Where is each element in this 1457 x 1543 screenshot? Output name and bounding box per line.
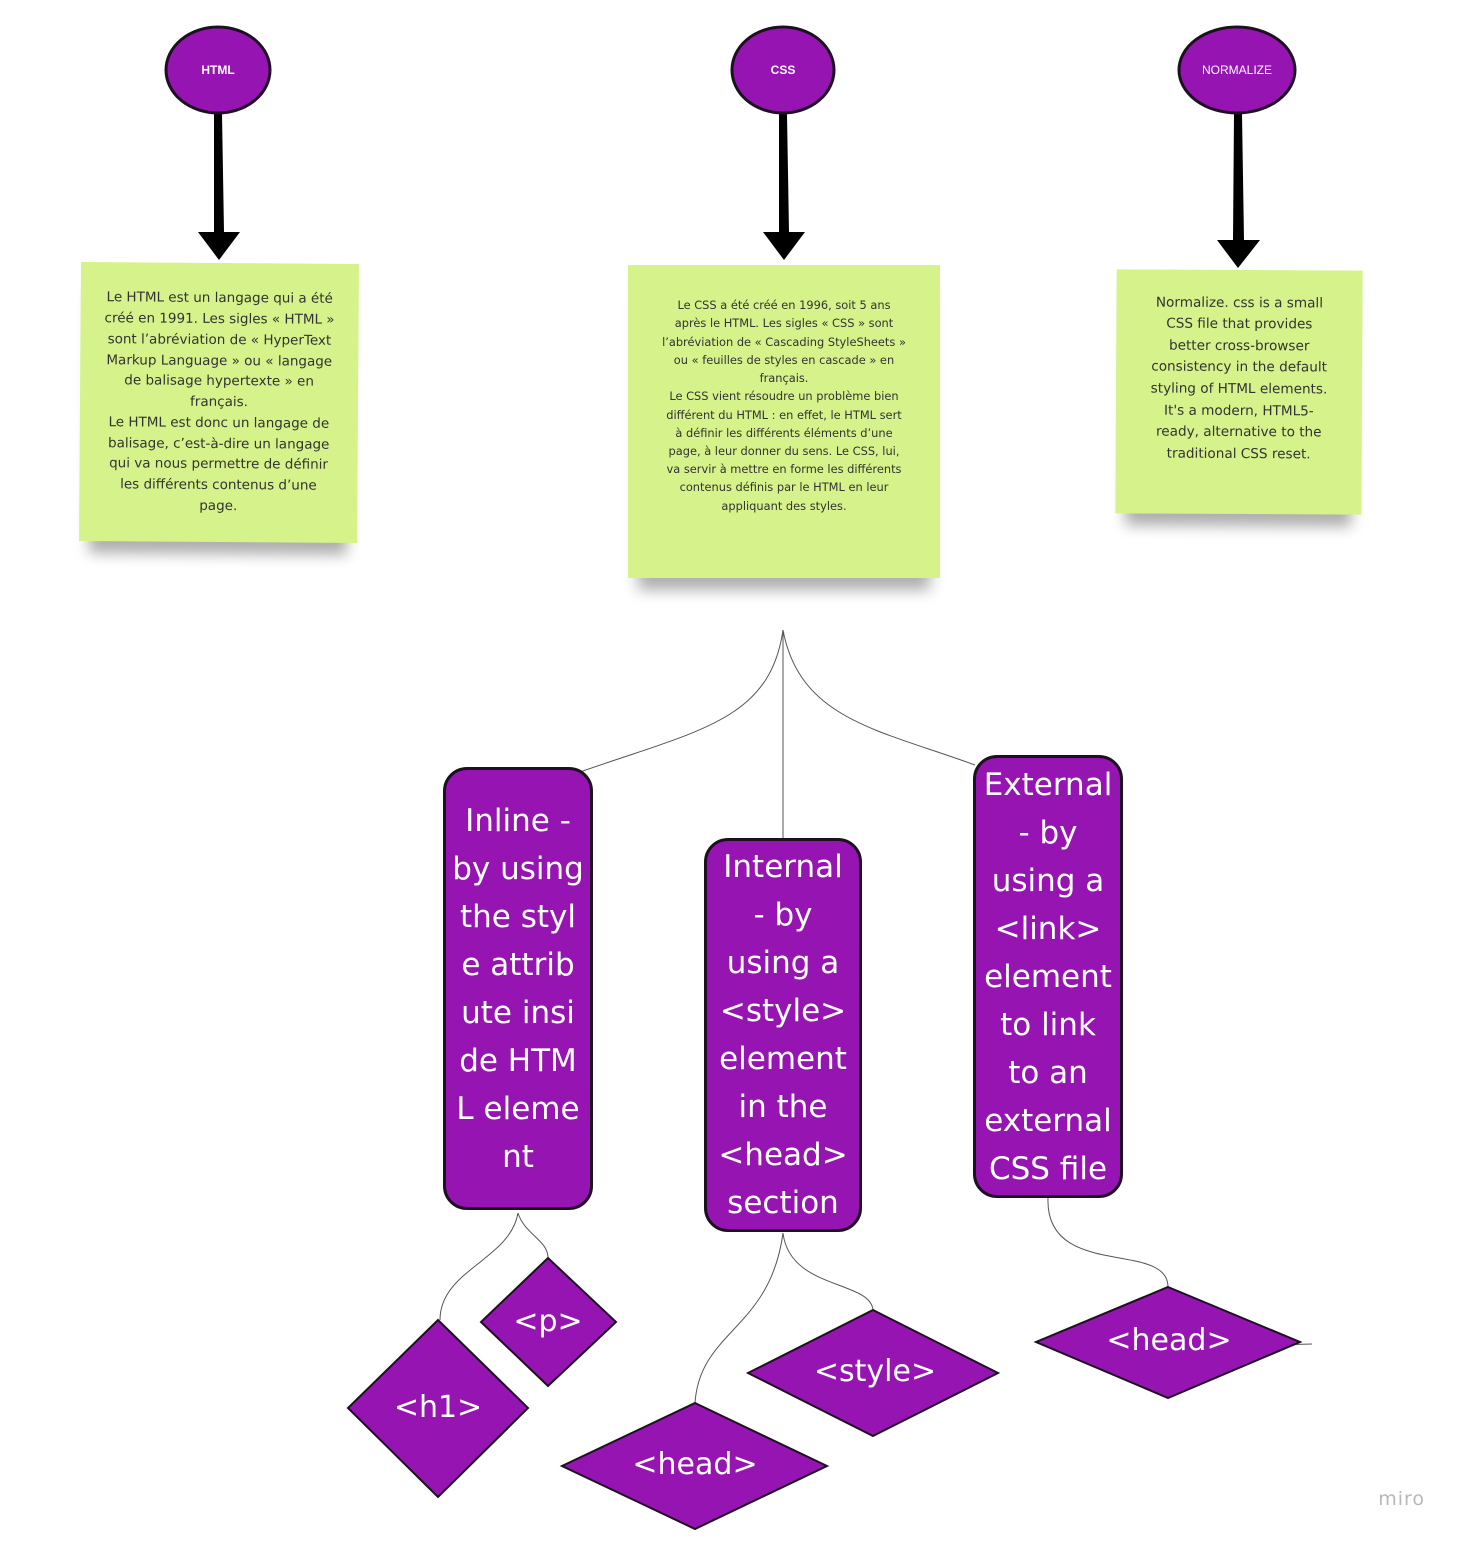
topic-label-normalize: NORMALIZE [1201, 63, 1272, 77]
method-box-inline[interactable]: Inline - by using the style attribute in… [443, 767, 593, 1210]
sticky-note-normalize-text: Normalize. css is a small CSS file that … [1150, 294, 1328, 463]
connector-internal-to-style [782, 1232, 874, 1311]
tag-diamond-internal-head[interactable] [559, 1401, 830, 1531]
tag-label-style: <style> [813, 1353, 937, 1389]
connector-inline-to-h1 [439, 1212, 519, 1321]
sticky-note-css-text: Le CSS a été créé en 1996, soit 5 ans ap… [662, 298, 906, 513]
arrow-html-to-note [198, 114, 240, 260]
topic-node-normalize[interactable] [1177, 25, 1297, 115]
tag-label-h1: <h1> [393, 1389, 483, 1425]
sticky-note-css[interactable]: Le CSS a été créé en 1996, soit 5 ans ap… [628, 265, 940, 578]
sticky-note-html-text: Le HTML est un langage qui a été créé en… [104, 289, 335, 515]
connector-inline-to-p [517, 1212, 549, 1259]
tag-diamond-h1[interactable] [346, 1318, 530, 1499]
arrow-normalize-to-note [1217, 114, 1260, 268]
tag-label-p: <p> [513, 1303, 583, 1339]
method-label-internal: Internal - by using a <style> element in… [718, 849, 848, 1221]
tag-label-external-head: <head> [1106, 1322, 1232, 1358]
topic-node-css[interactable] [730, 25, 836, 115]
method-box-internal[interactable]: Internal - by using a <style> element in… [704, 838, 862, 1232]
method-label-external: External - by using a <link> element to … [983, 766, 1113, 1187]
connector-internal-to-head [694, 1232, 784, 1404]
miro-watermark: miro [1378, 1488, 1425, 1510]
tag-diamond-p[interactable] [479, 1256, 618, 1388]
method-box-external[interactable]: External - by using a <link> element to … [973, 755, 1123, 1198]
tag-diamond-style[interactable] [745, 1308, 1001, 1438]
topic-node-html[interactable] [164, 25, 272, 115]
sticky-note-normalize[interactable]: Normalize. css is a small CSS file that … [1115, 269, 1363, 515]
tag-diamond-external-head[interactable] [1033, 1285, 1303, 1400]
arrow-css-to-note [763, 114, 805, 260]
topic-label-css: CSS [770, 63, 796, 77]
connector-css-to-external [782, 629, 976, 766]
tag-label-internal-head: <head> [632, 1446, 758, 1482]
method-label-inline: Inline - by using the style attribute in… [452, 802, 584, 1175]
connector-css-to-inline [579, 629, 784, 773]
topic-label-html: HTML [201, 63, 235, 77]
sticky-note-html[interactable]: Le HTML est un langage qui a été créé en… [79, 262, 359, 543]
connector-external-to-head [1047, 1197, 1169, 1288]
